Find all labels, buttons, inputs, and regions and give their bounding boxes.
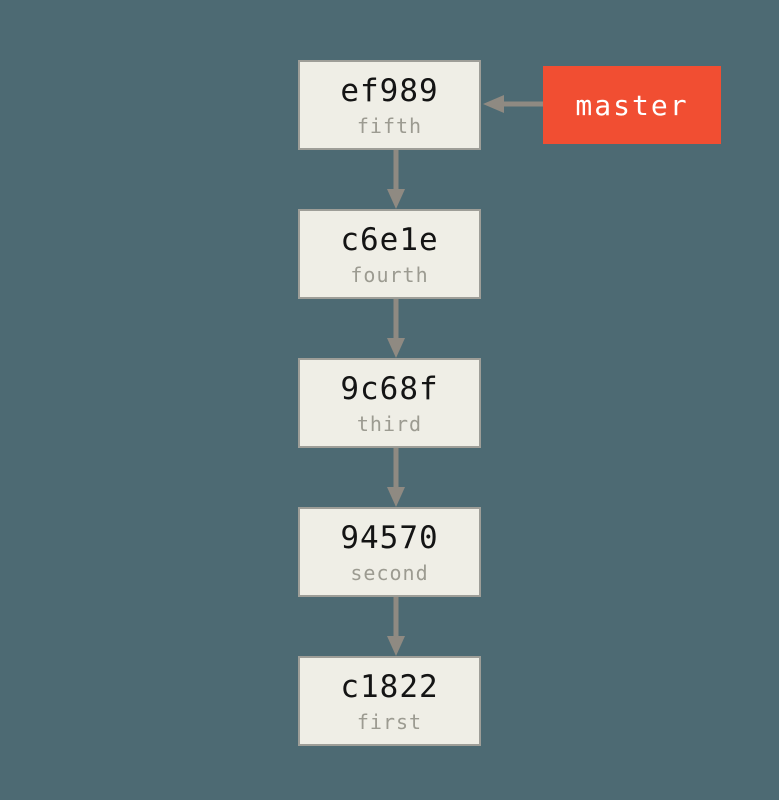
commit-parent-arrow [387, 150, 405, 209]
commit-node: c6e1e fourth [298, 209, 481, 299]
commit-message: fifth [356, 113, 423, 138]
commit-message: fourth [350, 262, 429, 287]
commit-parent-arrow [387, 448, 405, 507]
commit-hash: 9c68f [340, 371, 439, 408]
commit-hash: c6e1e [340, 222, 439, 259]
commit-node: c1822 first [298, 656, 481, 746]
commit-message: second [350, 560, 429, 585]
commit-message: third [356, 411, 423, 436]
commit-parent-arrow [387, 299, 405, 358]
commit-hash: ef989 [340, 73, 439, 110]
commit-parent-arrow [387, 597, 405, 656]
commit-message: first [356, 709, 423, 734]
commit-hash: c1822 [340, 669, 439, 706]
commit-node: 94570 second [298, 507, 481, 597]
branch-pointer-arrow [483, 95, 543, 113]
commit-node: 9c68f third [298, 358, 481, 448]
branch-label-master: master [543, 66, 721, 144]
commit-node: ef989 fifth [298, 60, 481, 150]
commit-hash: 94570 [340, 520, 439, 557]
